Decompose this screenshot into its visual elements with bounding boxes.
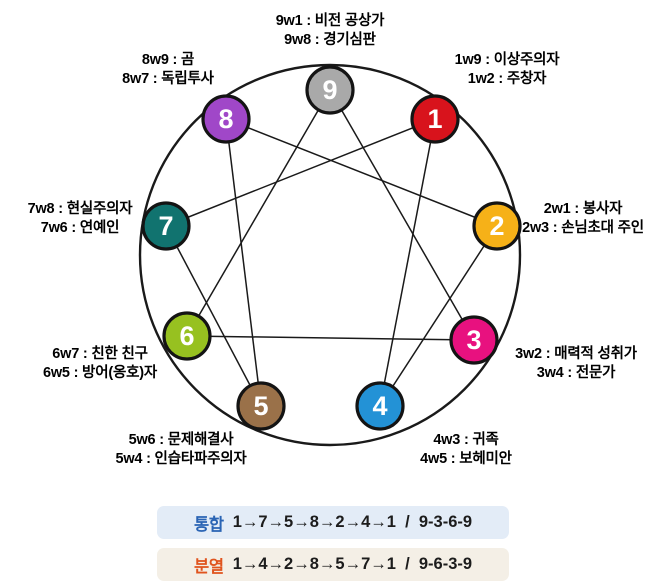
wing-label-1: 1w9 : 이상주의자 1w2 : 주창자 <box>455 51 560 89</box>
node-label-7: 7 <box>158 211 173 241</box>
legend-disintegration-key: 분열 <box>193 557 224 576</box>
wing-label-7-line-1: 7w8 : 현실주의자 <box>27 201 133 217</box>
wing-label-3-line-2: 3w4 : 전문가 <box>536 364 616 381</box>
connector-line-3-6 <box>186 335 475 341</box>
enneagram-node-3[interactable]: 3 <box>449 315 499 365</box>
node-circle-3 <box>449 315 499 365</box>
legend-panel: 통합 1→7→5→8→2→4→1 / 9-3-6-9 분열 1→4→2→8→5→… <box>0 500 660 587</box>
wing-label-5-line-1: 5w6 : 문제해결사 <box>128 432 234 448</box>
node-circle-9 <box>305 65 355 115</box>
node-circle-7 <box>141 201 191 251</box>
enneagram-node-6[interactable]: 6 <box>162 311 212 361</box>
connector-line-6-9 <box>186 89 331 337</box>
node-label-1: 1 <box>427 104 442 134</box>
wing-label-9-line-2: 9w8 : 경기심판 <box>284 31 376 48</box>
wing-label-2: 2w1 : 봉사자 2w3 : 손님초대 주인 <box>522 200 644 238</box>
wing-label-5-line-2: 5w4 : 인습타파주의자 <box>115 450 247 467</box>
wing-label-8: 8w9 : 곰 8w7 : 독립투사 <box>122 51 214 89</box>
node-label-4: 4 <box>372 391 387 421</box>
node-circle-6 <box>162 311 212 361</box>
enneagram-connector-lines <box>165 89 498 407</box>
connector-line-9-3 <box>329 89 475 341</box>
wing-label-9: 9w1 : 비전 공상가 9w8 : 경기심판 <box>276 12 385 50</box>
enneagram-node-9[interactable]: 9 <box>305 65 355 115</box>
wing-label-3: 3w2 : 매력적 성취가 3w4 : 전문가 <box>515 345 637 383</box>
wing-label-9-line-1: 9w1 : 비전 공상가 <box>275 13 385 29</box>
wing-label-1-line-1: 1w9 : 이상주의자 <box>454 52 560 68</box>
wing-label-8-line-1: 8w9 : 곰 <box>141 52 195 68</box>
wing-label-3-line-1: 3w2 : 매력적 성취가 <box>515 346 637 362</box>
connector-line-1-4 <box>379 118 436 407</box>
legend-disintegration-row: 분열 1→4→2→8→5→7→1 / 9-6-3-9 <box>157 548 509 581</box>
connector-line-4-2 <box>379 225 498 407</box>
legend-integration-sequence: 1→7→5→8→2→4→1 / 9-3-6-9 <box>232 513 473 531</box>
enneagram-svg: 9 1 2 3 4 5 6 7 8 <box>138 63 522 447</box>
node-label-2: 2 <box>489 211 504 241</box>
wing-label-7: 7w8 : 현실주의자 7w6 : 연예인 <box>28 200 133 238</box>
wing-label-6-line-2: 6w5 : 방어(옹호)자 <box>42 364 158 381</box>
legend-integration-key: 통합 <box>193 515 224 534</box>
enneagram-node-2[interactable]: 2 <box>472 201 522 251</box>
enneagram-node-1[interactable]: 1 <box>410 94 460 144</box>
connector-line-7-1 <box>165 118 436 227</box>
wing-label-6: 6w7 : 친한 친구 6w5 : 방어(옹호)자 <box>43 345 157 383</box>
wing-label-8-line-2: 8w7 : 독립투사 <box>122 70 214 87</box>
node-circle-8 <box>201 94 251 144</box>
node-label-5: 5 <box>253 391 268 421</box>
node-circle-1 <box>410 94 460 144</box>
enneagram-node-7[interactable]: 7 <box>141 201 191 251</box>
wing-label-1-line-2: 1w2 : 주창자 <box>467 70 547 87</box>
node-label-9: 9 <box>322 75 337 105</box>
connector-line-2-8 <box>225 118 498 227</box>
wing-label-4: 4w3 : 귀족 4w5 : 보헤미안 <box>420 431 512 469</box>
wing-label-2-line-2: 2w3 : 손님초대 주인 <box>522 219 644 236</box>
enneagram-node-4[interactable]: 4 <box>355 381 405 431</box>
connector-line-5-7 <box>165 225 262 407</box>
wing-label-2-line-1: 2w1 : 봉사자 <box>543 201 623 217</box>
node-label-8: 8 <box>218 104 233 134</box>
node-circle-5 <box>236 381 286 431</box>
wing-label-4-line-1: 4w3 : 귀족 <box>433 432 499 448</box>
node-label-6: 6 <box>179 321 194 351</box>
enneagram-nodes: 9 1 2 3 4 5 6 7 8 <box>141 65 522 431</box>
connector-line-8-5 <box>225 118 262 407</box>
legend-integration-row: 통합 1→7→5→8→2→4→1 / 9-3-6-9 <box>157 506 509 539</box>
wing-label-4-line-2: 4w5 : 보헤미안 <box>420 450 512 467</box>
legend-disintegration-sequence: 1→4→2→8→5→7→1 / 9-6-3-9 <box>232 555 473 573</box>
wing-label-6-line-1: 6w7 : 친한 친구 <box>52 346 148 362</box>
enneagram-outer-circle <box>138 63 522 447</box>
node-label-3: 3 <box>466 325 481 355</box>
node-circle-4 <box>355 381 405 431</box>
enneagram-node-8[interactable]: 8 <box>201 94 251 144</box>
enneagram-node-5[interactable]: 5 <box>236 381 286 431</box>
node-circle-2 <box>472 201 522 251</box>
wing-label-7-line-2: 7w6 : 연예인 <box>40 219 120 236</box>
wing-label-5: 5w6 : 문제해결사 5w4 : 인습타파주의자 <box>115 431 246 469</box>
